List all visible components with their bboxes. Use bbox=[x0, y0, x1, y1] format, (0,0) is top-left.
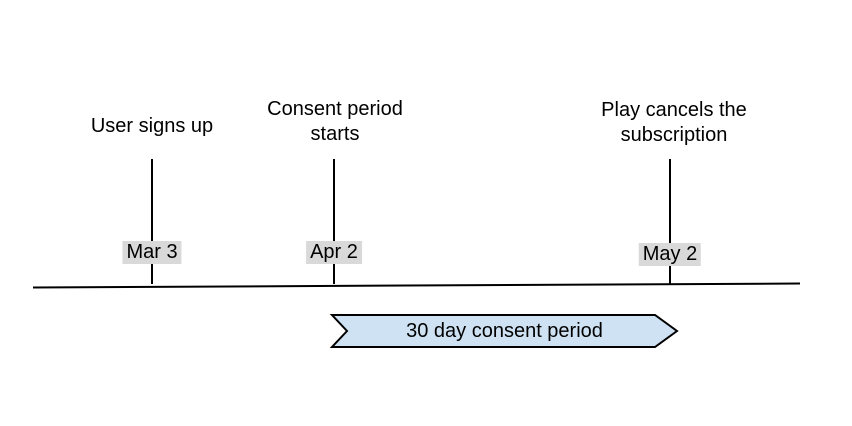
event-label-consent-period-starts: Consent period starts bbox=[267, 98, 403, 145]
consent-period-arrow bbox=[329, 314, 679, 348]
event-label-user-signs-up: User signs up bbox=[90, 115, 214, 137]
consent-period-banner-label: 30 day consent period bbox=[406, 319, 603, 342]
date-chip-may-2: May 2 bbox=[638, 243, 702, 266]
event-label-play-cancels-subscription: Play cancels the subscription bbox=[601, 99, 747, 146]
timeline-axis-line bbox=[32, 282, 801, 289]
date-chip-apr-2: Apr 2 bbox=[306, 241, 362, 264]
date-chip-mar-3: Mar 3 bbox=[122, 241, 182, 264]
